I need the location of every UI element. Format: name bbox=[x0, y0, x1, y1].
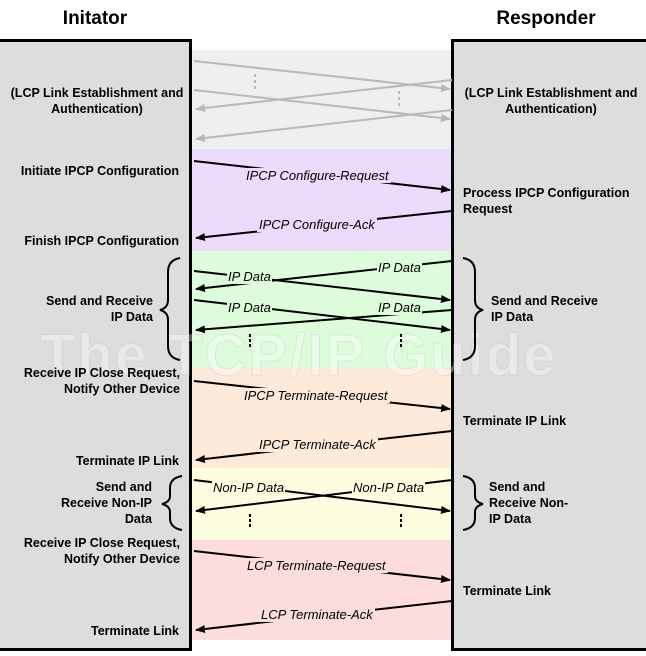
brace-left-ip bbox=[159, 257, 181, 361]
initiator-step-initiate-ipcp: Initiate IPCP Configuration bbox=[20, 164, 179, 178]
responder-step-terminate-ip: Terminate IP Link bbox=[463, 414, 567, 428]
initiator-step-non-ip-data: Send and Receive Non-IP Data bbox=[60, 480, 152, 526]
initiator-step-finish-ipcp: Finish IPCP Configuration bbox=[24, 234, 179, 248]
initiator-step-close-link: Receive IP Close Request, Notify Other D… bbox=[23, 536, 180, 566]
ellipsis-dots bbox=[249, 334, 251, 347]
message-label: IP Data bbox=[377, 300, 422, 315]
initiator-step-terminate-link: Terminate Link bbox=[91, 624, 179, 638]
message-label: IPCP Terminate-Request bbox=[242, 388, 390, 403]
watermark: The TCP/IP Guide bbox=[40, 323, 558, 389]
lcp-arrow bbox=[195, 79, 453, 112]
ellipsis-dots bbox=[400, 514, 402, 527]
message-label: IP Data bbox=[227, 269, 272, 284]
message-label: LCP Terminate-Ack bbox=[259, 607, 375, 622]
brace-right-nonip bbox=[462, 475, 484, 531]
message-label: Non-IP Data bbox=[352, 480, 426, 495]
message-label: IP Data bbox=[227, 300, 272, 315]
initiator-step-lcp: (LCP Link Establishment and Authenticati… bbox=[10, 86, 184, 116]
initiator-step-ip-data: Send and Receive IP Data bbox=[46, 294, 153, 324]
message-label: IPCP Terminate-Ack bbox=[257, 437, 378, 452]
message-label: IPCP Configure-Request bbox=[244, 168, 391, 183]
message-label: IPCP Configure-Ack bbox=[257, 217, 377, 232]
responder-column bbox=[451, 39, 646, 651]
responder-step-process-ipcp: Process IPCP Configuration Request bbox=[463, 186, 630, 216]
responder-step-ip-data: Send and Receive IP Data bbox=[491, 294, 598, 324]
responder-step-terminate-link: Terminate Link bbox=[463, 584, 551, 598]
ellipsis-dots bbox=[249, 514, 251, 527]
message-label: IP Data bbox=[377, 260, 422, 275]
initiator-column bbox=[0, 39, 192, 651]
ellipsis-dots bbox=[400, 334, 402, 347]
initiator-step-ip-close: Receive IP Close Request, Notify Other D… bbox=[23, 366, 180, 396]
initiator-step-terminate-ip: Terminate IP Link bbox=[75, 454, 179, 468]
message-label: Non-IP Data bbox=[212, 480, 286, 495]
responder-step-non-ip-data: Send and Receive Non-IP Data bbox=[489, 480, 569, 526]
brace-right-ip bbox=[462, 257, 484, 361]
initiator-title: Initator bbox=[62, 8, 128, 29]
responder-title: Responder bbox=[496, 8, 596, 29]
lcp-arrow bbox=[195, 109, 453, 142]
message-label: LCP Terminate-Request bbox=[245, 558, 388, 573]
responder-step-lcp: (LCP Link Establishment and Authenticati… bbox=[464, 86, 638, 116]
brace-left-nonip bbox=[161, 475, 183, 531]
